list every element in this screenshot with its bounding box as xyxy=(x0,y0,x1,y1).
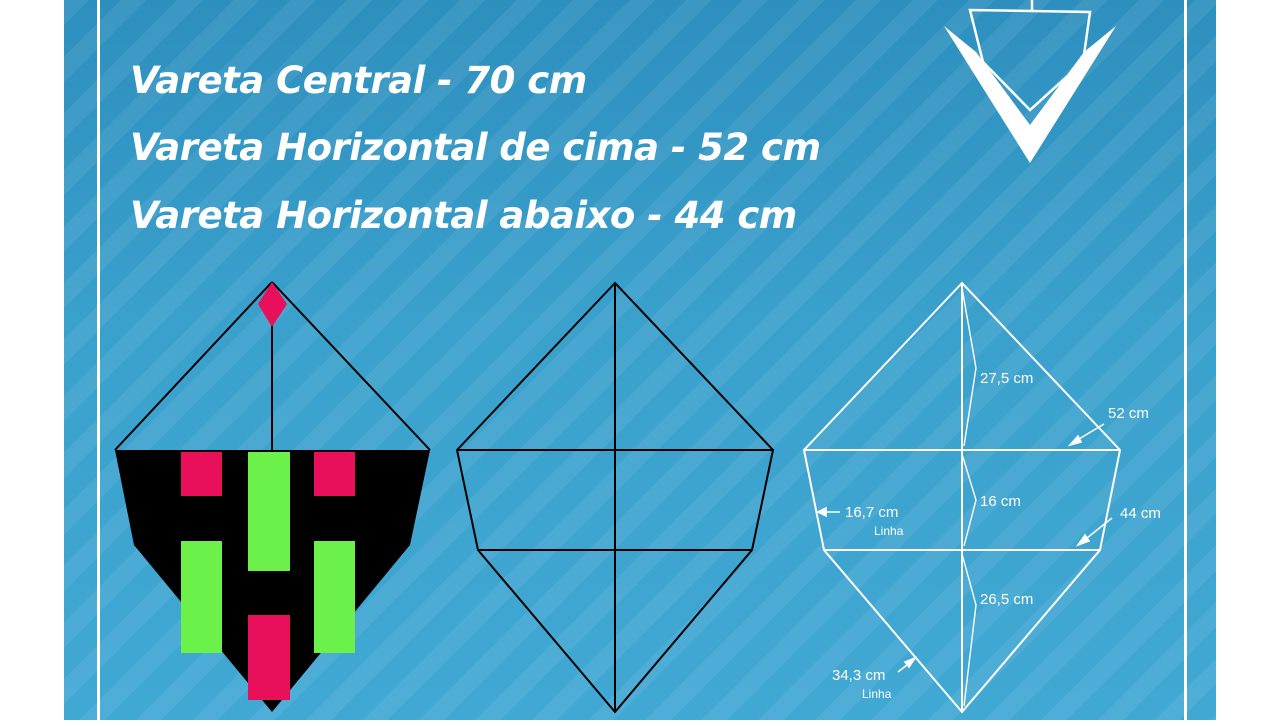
label-bottom-line: 34,3 cm xyxy=(832,667,886,684)
label-top-center: 27,5 cm xyxy=(980,370,1034,387)
green-block xyxy=(248,452,290,571)
label-bottom-width: 44 cm xyxy=(1120,505,1161,522)
pink-block xyxy=(314,452,355,496)
kite-measurement-diagram xyxy=(802,281,1122,714)
kite-frame-diagram xyxy=(455,281,775,714)
spec-top-horizontal-stick: Vareta Horizontal de cima - 52 cm xyxy=(130,126,821,169)
label-bottom-center: 26,5 cm xyxy=(980,591,1034,608)
pink-block xyxy=(248,615,290,700)
decorated-kite xyxy=(114,281,431,712)
logo-v-icon xyxy=(944,0,1116,163)
measurement-arrows xyxy=(816,423,1113,673)
green-block xyxy=(314,541,355,653)
pink-block xyxy=(181,452,222,496)
spec-bottom-horizontal-stick: Vareta Horizontal abaixo - 44 cm xyxy=(130,194,797,237)
label-bottom-line-sub: Linha xyxy=(862,687,892,701)
kite-body xyxy=(115,450,430,712)
kite-tip-diamond xyxy=(258,282,287,327)
green-block xyxy=(181,541,222,653)
label-top-width: 52 cm xyxy=(1108,405,1149,422)
label-middle-center: 16 cm xyxy=(980,493,1021,510)
spec-central-stick: Vareta Central - 70 cm xyxy=(130,59,587,102)
label-side-line: 16,7 cm xyxy=(845,504,899,521)
label-side-line-sub: Linha xyxy=(874,524,904,538)
